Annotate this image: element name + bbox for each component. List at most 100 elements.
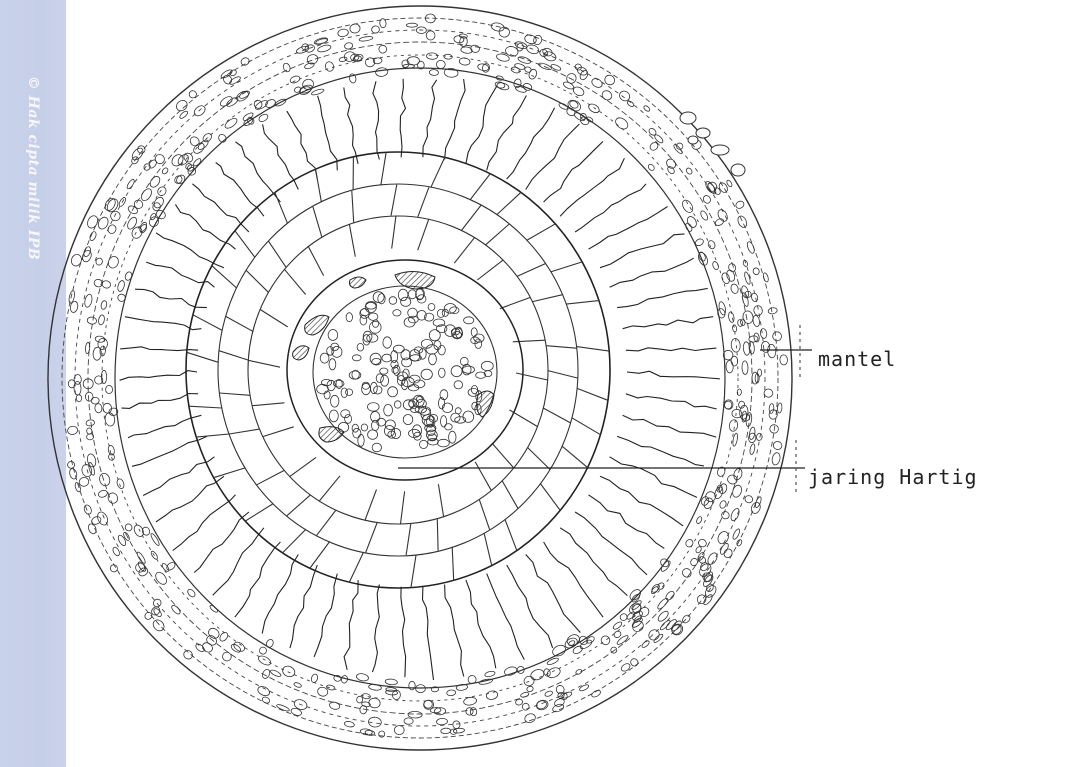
mantle-cell	[749, 443, 756, 454]
cortex-cell-wall	[235, 231, 255, 258]
cortex-cell-wall	[226, 316, 253, 331]
mantle-cell	[416, 685, 426, 693]
cortex-cell-wall	[366, 523, 377, 552]
mantle-cell	[192, 157, 202, 167]
mantle-cell	[721, 272, 731, 285]
mantle-cell	[573, 111, 586, 122]
mantle-cell	[375, 67, 388, 77]
stele-cell	[381, 375, 389, 386]
mantle-cell	[132, 523, 145, 538]
mantle-cell	[85, 392, 93, 401]
mantle-cell	[379, 18, 386, 28]
cortex-cell-wall	[513, 340, 545, 342]
stele-cell	[403, 415, 413, 425]
radial-cell-wall	[122, 394, 199, 409]
cortex-cell-wall	[313, 207, 322, 237]
hatched-cell	[477, 391, 494, 417]
stele-cell	[463, 366, 475, 373]
stele-cell	[420, 440, 428, 448]
mantle-cell	[97, 489, 108, 498]
mantle-cell	[736, 215, 748, 229]
mantle-cell	[98, 472, 111, 487]
mantle-cell	[188, 89, 198, 99]
cortex-cell-wall	[406, 524, 411, 555]
mantle-cell	[265, 638, 275, 648]
mantle-cell	[666, 165, 675, 175]
radial-cell-wall	[626, 394, 717, 409]
cortex-cell-wall	[418, 187, 429, 217]
mantle-cell	[179, 110, 189, 120]
mantle-cell	[446, 690, 456, 697]
mantle-cell	[109, 563, 119, 573]
radial-cell-wall	[544, 542, 604, 617]
radial-cell-wall	[507, 108, 555, 179]
mantle-cell	[465, 707, 473, 715]
mantle-cell	[344, 42, 353, 50]
mantle-cell	[486, 690, 499, 701]
mantle-cell	[744, 495, 754, 504]
mantle-cell	[359, 36, 373, 42]
mantle-cell	[386, 687, 397, 692]
mantle-cell	[86, 214, 100, 230]
cortex-cell-wall	[505, 519, 517, 551]
stele-cell	[346, 313, 352, 322]
cortex-cell-wall	[214, 468, 246, 478]
mantle-cell	[746, 241, 756, 254]
cortex-cell-wall	[528, 448, 550, 470]
cortex-cell-wall	[484, 533, 492, 566]
mantle-cell	[718, 301, 727, 315]
mantle-cell	[756, 433, 763, 441]
mantle-cell	[764, 389, 773, 398]
mantle-cell	[484, 670, 495, 677]
stele-cell	[401, 297, 411, 306]
mantle-cell	[731, 484, 743, 499]
radial-cell-wall	[372, 585, 379, 673]
mantle-cell	[524, 33, 538, 45]
stele-cell	[481, 361, 493, 370]
mantle-cell	[514, 63, 526, 71]
mantle-cell	[760, 328, 768, 339]
mantle-cell	[528, 68, 538, 80]
mantle-cell	[156, 185, 168, 197]
cortex-cell-wall	[548, 371, 578, 379]
mantle-cell	[67, 461, 75, 469]
mantle-cell	[517, 55, 531, 64]
mantle-cell	[631, 593, 641, 603]
mantle-cell	[631, 619, 646, 634]
mantle-cell	[684, 222, 693, 232]
cortex-cell-wall	[212, 266, 237, 288]
mantle-cell	[256, 685, 271, 698]
mantle-cell	[86, 419, 95, 426]
mantle-cell	[67, 426, 78, 436]
mantle-cell	[685, 167, 693, 175]
hatched-cell	[350, 277, 367, 288]
mantle-cell	[105, 197, 120, 214]
cortex-cell-wall	[475, 462, 491, 491]
mantle-cell	[477, 63, 489, 72]
stele-cell	[361, 424, 367, 431]
stele-cell	[380, 368, 388, 374]
stele-cell	[369, 313, 378, 320]
stele-cell	[419, 407, 431, 416]
radial-cell-wall	[589, 207, 668, 250]
mantle-cell	[529, 668, 545, 682]
mantle-cell	[107, 224, 118, 235]
cortex-cell-wall	[196, 434, 229, 437]
mantle-cell	[385, 679, 398, 686]
mantle-cell	[148, 175, 162, 189]
stele-cell	[408, 290, 416, 299]
mantle-cell	[148, 215, 161, 228]
radial-cell-wall	[445, 79, 466, 159]
cortex-cell-wall	[418, 219, 429, 250]
stele-cell	[358, 434, 364, 446]
cortex-cell-wall	[562, 446, 588, 467]
cortex-cell-wall	[219, 351, 248, 360]
cortex-cell-wall	[193, 315, 222, 331]
cortex-cell-wall	[319, 476, 340, 502]
stele-cell	[373, 320, 379, 328]
mantle-cell	[544, 690, 553, 697]
mantle-cell	[684, 538, 694, 548]
cortex-cell-wall	[497, 192, 521, 215]
mantle-cell	[712, 261, 720, 271]
